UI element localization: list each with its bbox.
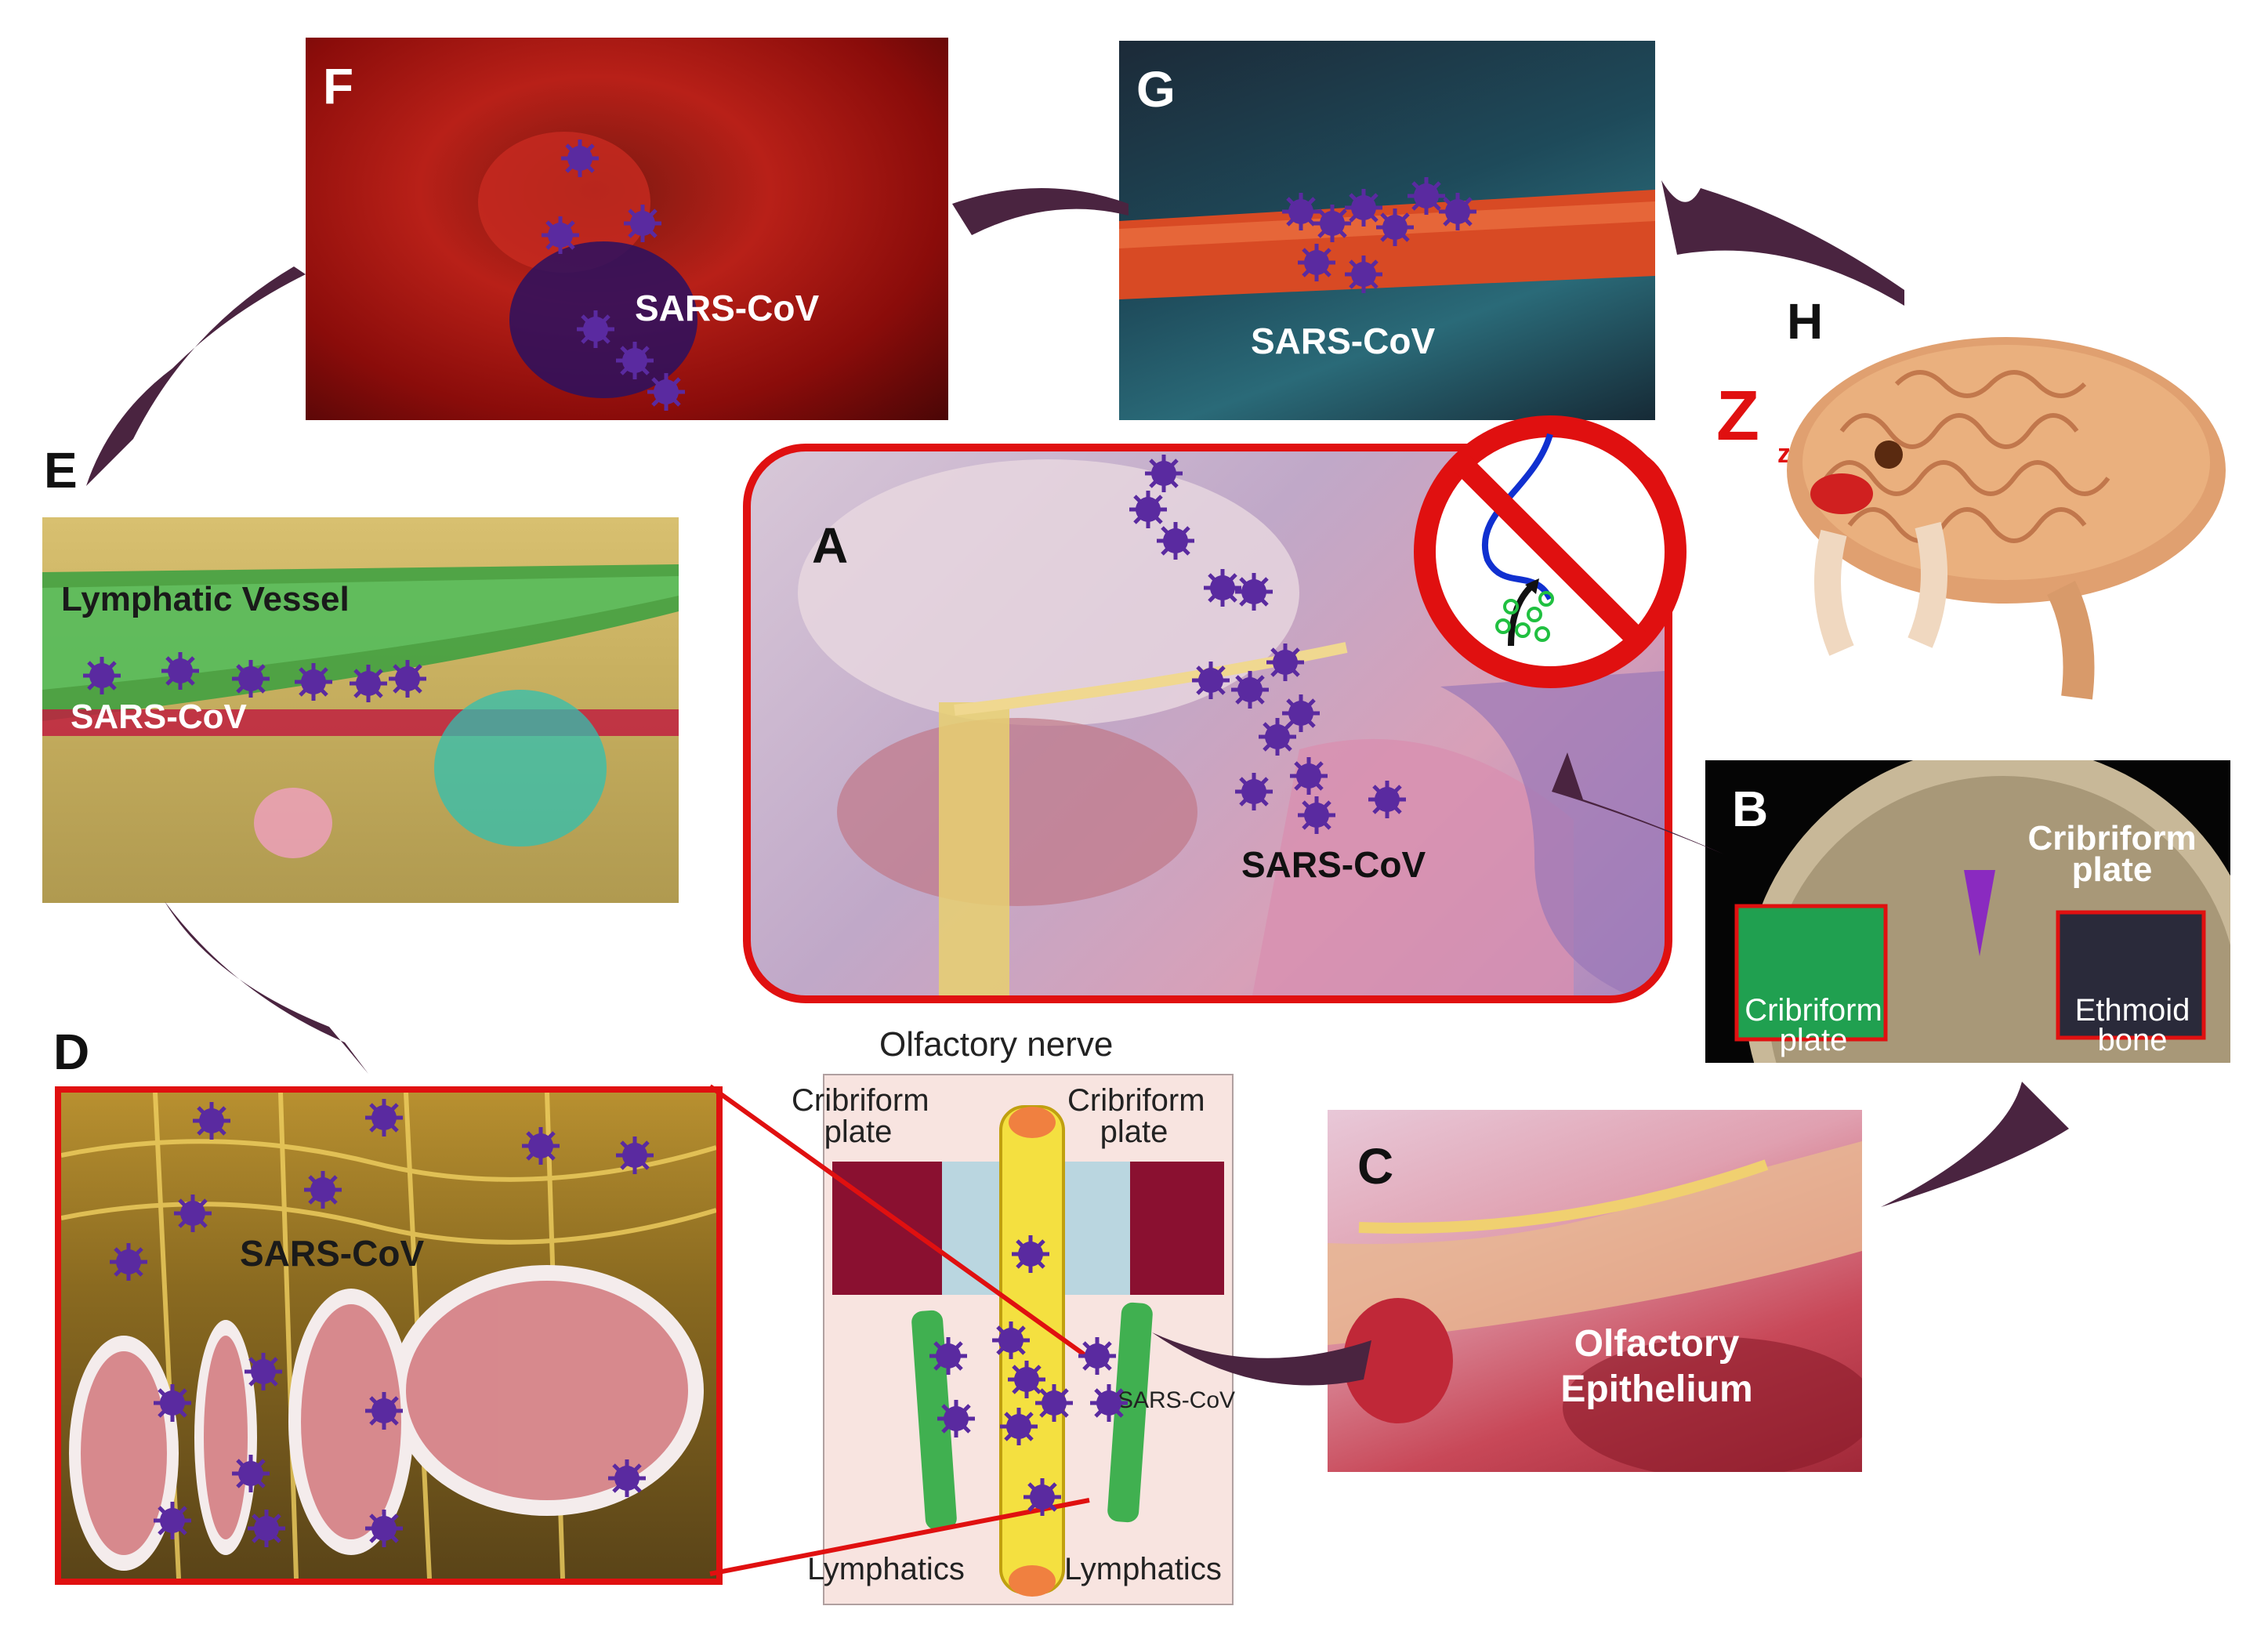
panel-a-viruses (1129, 455, 1406, 834)
right-cribriform-label: Cribriform plate (1067, 1083, 1205, 1149)
zoom-line-bottom (709, 1498, 1090, 1576)
schematic-viruses (929, 1235, 1128, 1516)
panel-e-virus-label: SARS-CoV (71, 698, 247, 736)
panel-f-virus-label: SARS-CoV (635, 288, 820, 328)
panel-d-letter: D (53, 1024, 90, 1080)
panel-a-letter: A (812, 517, 849, 574)
no-entry-icon (1393, 411, 1707, 693)
panel-d: SARS-CoV (55, 1086, 723, 1585)
panel-g-viruses (1282, 177, 1476, 293)
panel-g-virus-label: SARS-CoV (1251, 321, 1436, 361)
right-lymphatics-label: Lymphatics (1064, 1552, 1222, 1586)
left-cribriform-label: Cribriform plate (792, 1083, 929, 1149)
panel-e-letter: E (44, 442, 78, 498)
arrow-b-to-a (1552, 752, 1724, 854)
panel-e: Lymphatic Vessel SARS-CoV (42, 517, 679, 903)
arrow-e-to-d (165, 901, 368, 1074)
panel-c: C Olfactory Epithelium (1328, 1110, 1862, 1472)
sleep-z-glyph: Z (1716, 377, 1759, 455)
panel-b: B Cribriform plate Cribriform plate Ethm… (1705, 760, 2230, 1063)
arrow-h-to-g (1661, 180, 1904, 306)
arrow-schematic-to-c (1152, 1332, 1371, 1386)
arrow-g-to-f (952, 188, 1129, 235)
panel-f-letter: F (323, 58, 354, 114)
inset-ethmoid-label: Ethmoid bone (2074, 993, 2190, 1057)
panel-b-letter: B (1732, 781, 1769, 837)
olfactory-epithelium-label: Olfactory Epithelium (1560, 1323, 1753, 1410)
panel-d-viruses (110, 1099, 654, 1547)
panel-h: H Z z z (1693, 290, 2241, 713)
panel-e-viruses (83, 652, 426, 702)
schematic-title: Olfactory nerve (879, 1025, 1114, 1064)
left-lymphatics-label: Lymphatics (807, 1552, 965, 1586)
panel-d-virus-label: SARS-CoV (240, 1233, 425, 1274)
panel-f-viruses (542, 140, 685, 411)
schematic-virus-label: SARS-CoV (1118, 1387, 1236, 1413)
panel-g-letter: G (1136, 61, 1176, 118)
zoom-line-top (708, 1084, 1099, 1366)
cribriform-plate-title: Cribriform plate (2027, 819, 2197, 889)
panel-a-virus-label: SARS-CoV (1241, 844, 1426, 885)
arrow-f-to-e (86, 266, 306, 486)
panel-h-letter: H (1787, 293, 1824, 350)
arrow-c-to-b (1881, 1082, 2069, 1207)
panel-c-letter: C (1357, 1138, 1394, 1195)
inset-cribriform-label: Cribriform plate (1744, 993, 1882, 1057)
lymphatic-vessel-label: Lymphatic Vessel (61, 580, 350, 618)
